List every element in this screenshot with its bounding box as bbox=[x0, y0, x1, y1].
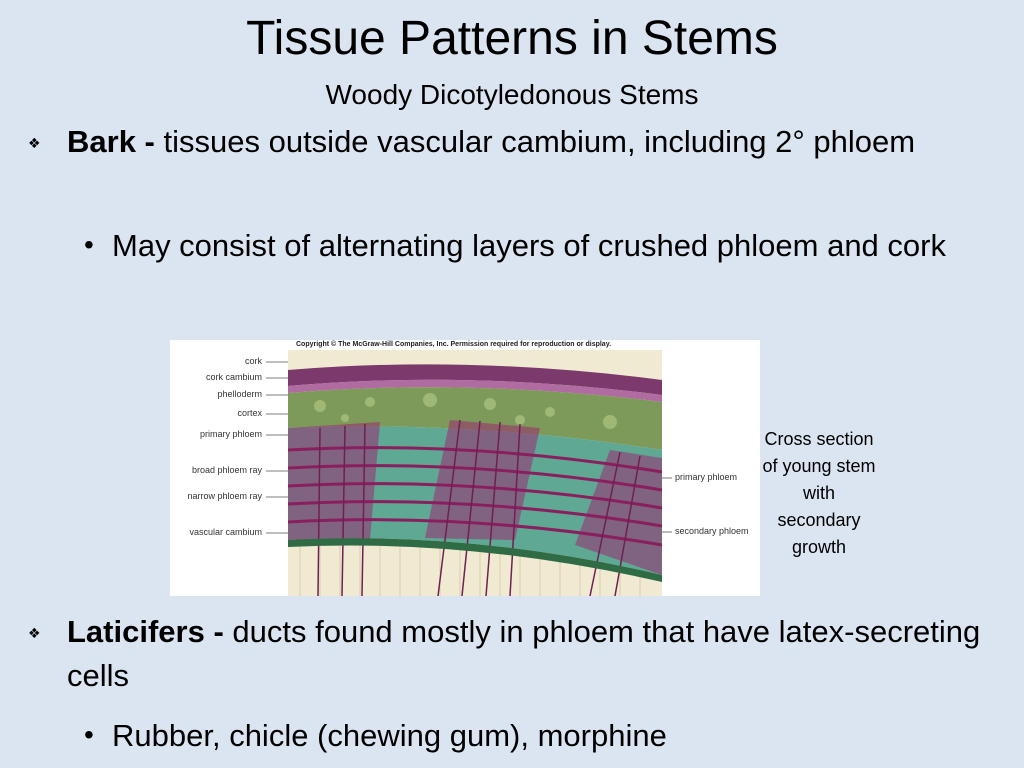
figure-copyright: Copyright © The McGraw-Hill Companies, I… bbox=[296, 341, 612, 348]
label-vascular-cambium: vascular cambium bbox=[189, 527, 262, 537]
bullet-text: tissues outside vascular cambium, includ… bbox=[154, 124, 916, 159]
label-secondary-phloem: secondary phloem bbox=[675, 526, 749, 536]
bullet-text: ducts found mostly in phloem that have l… bbox=[67, 614, 981, 693]
bullet-laticifers: Laticifers - ducts found mostly in phloe… bbox=[67, 610, 1007, 698]
bullet-term: Bark - bbox=[67, 124, 155, 159]
slide-subtitle: Woody Dicotyledonous Stems bbox=[325, 79, 699, 110]
slide-title: Tissue Patterns in Stems bbox=[246, 12, 778, 65]
stem-illustration bbox=[266, 350, 672, 596]
label-cork-cambium: cork cambium bbox=[205, 372, 262, 382]
label-broad-phloem-ray: broad phloem ray bbox=[191, 465, 262, 475]
dot-bullet-icon: • bbox=[84, 719, 94, 750]
diamond-bullet-icon: ❖ bbox=[28, 135, 41, 151]
sub-bullet-laticifers: Rubber, chicle (chewing gum), morphine bbox=[112, 718, 667, 753]
label-phelloderm: phelloderm bbox=[217, 389, 262, 399]
label-primary-phloem-left: primary phloem bbox=[199, 429, 262, 439]
label-cork: cork bbox=[244, 356, 262, 366]
dot-bullet-icon: • bbox=[84, 229, 94, 260]
figure-caption: Cross section of young stem with seconda… bbox=[762, 429, 876, 557]
sub-bullet-bark: May consist of alternating layers of cru… bbox=[112, 228, 946, 263]
bullet-bark: Bark - tissues outside vascular cambium,… bbox=[67, 120, 967, 164]
stem-cross-section-figure: Copyright © The McGraw-Hill Companies, I… bbox=[170, 340, 760, 596]
bullet-term: Laticifers - bbox=[67, 614, 224, 649]
label-primary-phloem-right: primary phloem bbox=[675, 472, 738, 482]
diamond-bullet-icon: ❖ bbox=[28, 625, 41, 641]
label-narrow-phloem-ray: narrow phloem ray bbox=[187, 491, 262, 501]
label-cortex: cortex bbox=[237, 408, 262, 418]
